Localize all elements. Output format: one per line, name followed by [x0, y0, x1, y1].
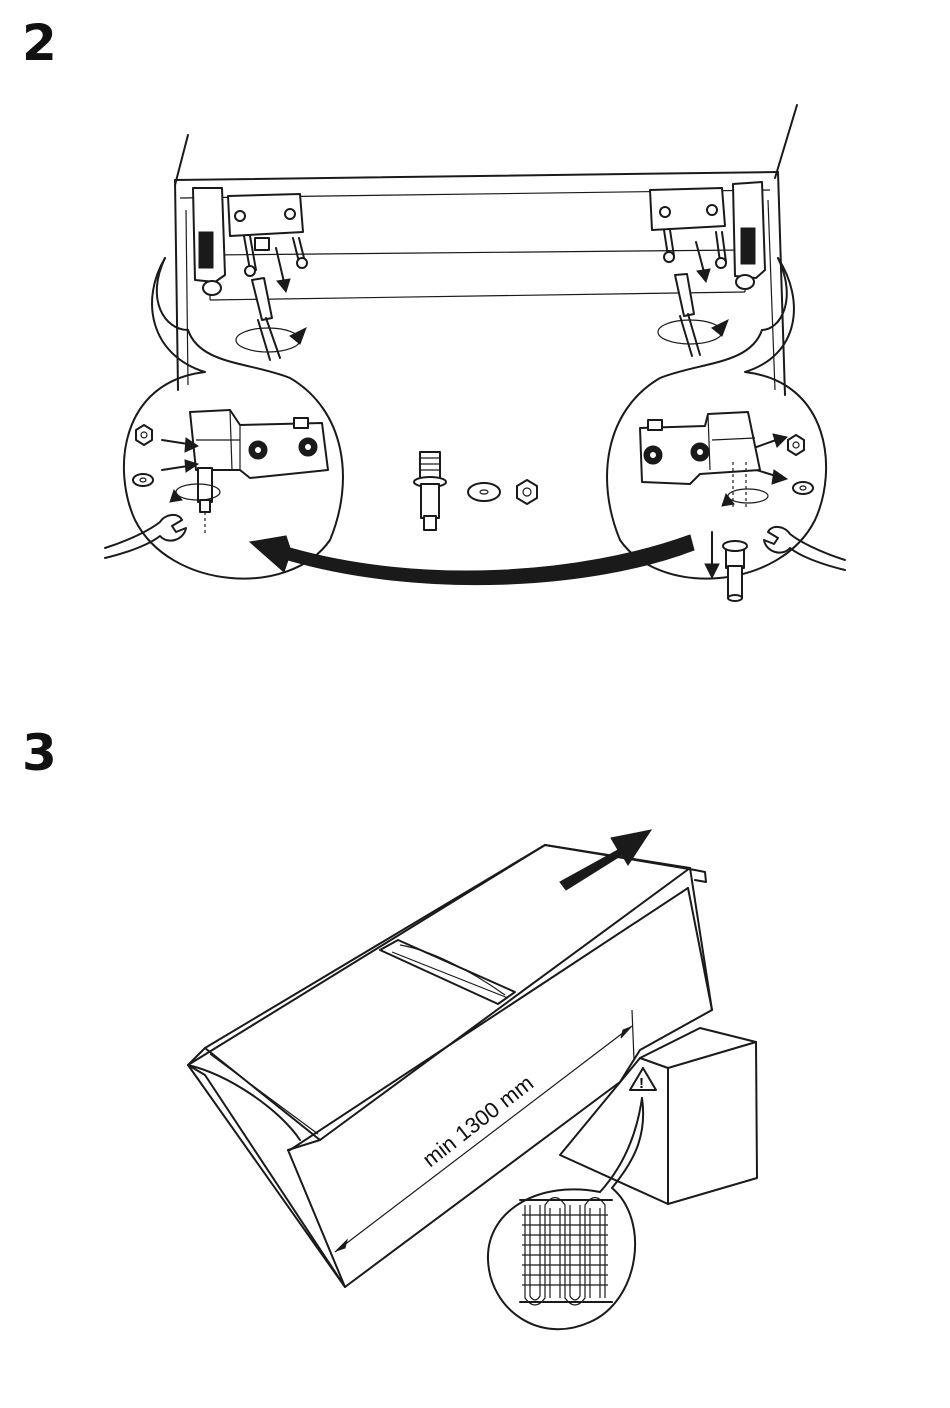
bolt-icon — [170, 468, 220, 535]
warning-triangle-icon: ! — [630, 1068, 656, 1092]
warning-symbol: ! — [639, 1075, 644, 1092]
hinge-right-detail — [640, 412, 760, 484]
condenser-coil-icon — [520, 1198, 612, 1306]
arrow-icon — [560, 830, 651, 890]
bolt-icon — [414, 452, 446, 530]
support-block — [560, 1028, 757, 1204]
dimension-label: min 1300 mm — [418, 1070, 538, 1172]
dimension-line — [335, 1010, 634, 1252]
fridge-appliance — [188, 845, 712, 1287]
arrow-icon — [276, 242, 710, 292]
arrow-icon — [250, 535, 694, 585]
bolt-icon — [705, 462, 768, 601]
washer-icon — [133, 474, 813, 501]
step-2-illustration — [0, 0, 950, 700]
hinge-left-top — [193, 188, 303, 295]
screwdriver-icon — [236, 274, 728, 360]
condenser-callout — [488, 1098, 643, 1329]
wrench-icon — [764, 527, 845, 570]
step-number-3: 3 — [22, 728, 57, 778]
